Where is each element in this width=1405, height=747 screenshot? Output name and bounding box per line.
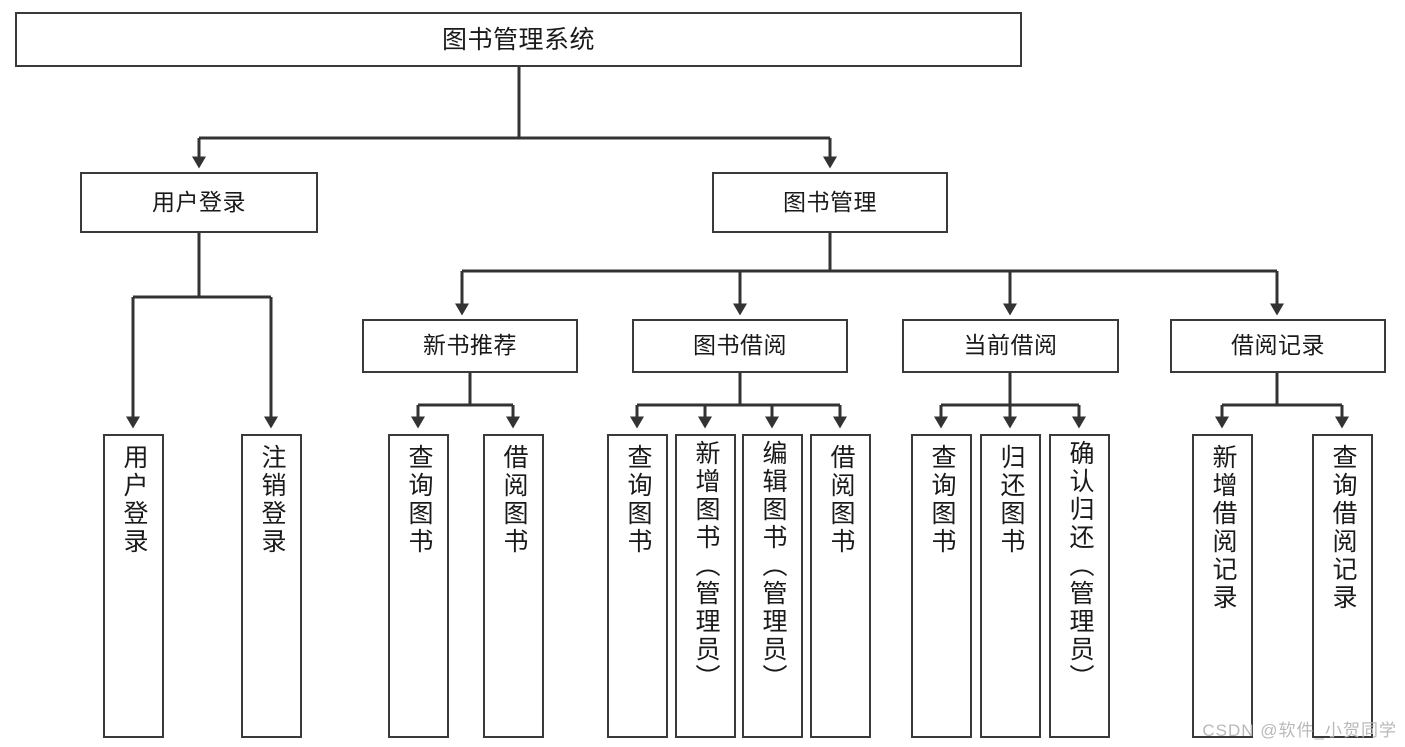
watermark: CSDN @软件_小贺同学 [1202,721,1397,740]
node-label: 归还图书 [997,444,1025,556]
node-label: 借阅记录 [1231,332,1325,359]
leaf-borrow-add-book-admin[interactable]: 新增图书（管理员） [675,434,736,738]
node-user-login[interactable]: 用户登录 [80,172,318,233]
leaf-new-book-query[interactable]: 查询图书 [388,434,449,738]
node-label: 用户登录 [152,188,246,215]
leaf-record-add-record[interactable]: 新增借阅记录 [1192,434,1253,738]
node-label: 注销登录 [258,444,286,556]
leaf-user-login-logout[interactable]: 注销登录 [241,434,302,738]
node-label: 新增图书（管理员） [692,440,720,692]
node-book-borrow[interactable]: 图书借阅 [632,319,848,373]
leaf-new-book-borrow[interactable]: 借阅图书 [483,434,544,738]
leaf-borrow-query-book[interactable]: 查询图书 [607,434,668,738]
leaf-user-login-login[interactable]: 用户登录 [103,434,164,738]
node-label: 确认归还（管理员） [1066,440,1094,692]
leaf-current-return-book[interactable]: 归还图书 [980,434,1041,738]
node-label: 图书管理 [783,188,877,215]
node-label: 用户登录 [120,444,148,556]
node-borrow-record[interactable]: 借阅记录 [1170,319,1386,373]
node-label: 新增借阅记录 [1209,444,1237,612]
leaf-record-query-record[interactable]: 查询借阅记录 [1312,434,1373,738]
node-label: 图书借阅 [693,332,787,359]
node-new-book-recommend[interactable]: 新书推荐 [362,319,578,373]
node-label: 借阅图书 [500,444,528,556]
node-label: 查询图书 [405,444,433,556]
node-label: 新书推荐 [423,332,517,359]
leaf-borrow-borrow-book[interactable]: 借阅图书 [810,434,871,738]
leaf-current-query-book[interactable]: 查询图书 [911,434,972,738]
node-label: 查询图书 [928,444,956,556]
node-label: 查询图书 [624,444,652,556]
node-root-system[interactable]: 图书管理系统 [15,12,1022,67]
node-label: 查询借阅记录 [1329,444,1357,612]
node-label: 图书管理系统 [441,25,595,54]
node-label: 当前借阅 [963,332,1058,359]
node-book-management[interactable]: 图书管理 [712,172,948,233]
leaf-current-confirm-return-admin[interactable]: 确认归还（管理员） [1049,434,1110,738]
node-label: 编辑图书（管理员） [759,440,787,692]
leaf-borrow-edit-book-admin[interactable]: 编辑图书（管理员） [742,434,803,738]
node-label: 借阅图书 [827,444,855,556]
node-current-borrow[interactable]: 当前借阅 [902,319,1119,373]
